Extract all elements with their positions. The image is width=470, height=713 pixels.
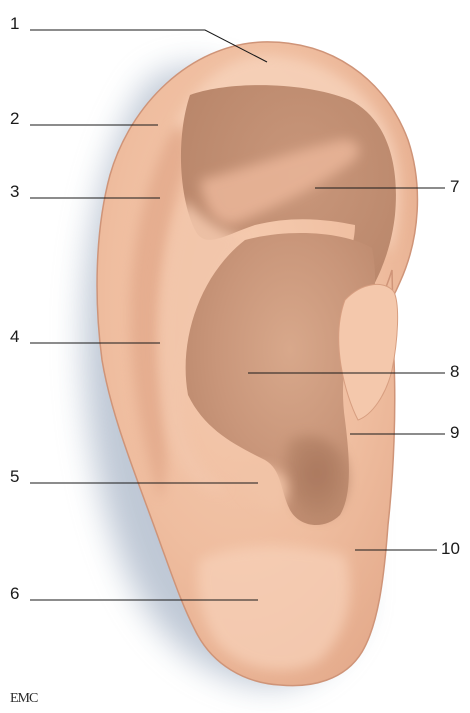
label-9: 9 xyxy=(450,423,459,442)
label-3: 3 xyxy=(10,182,19,201)
label-2: 2 xyxy=(10,109,19,128)
label-4: 4 xyxy=(10,327,19,346)
label-7: 7 xyxy=(450,177,459,196)
label-1: 1 xyxy=(10,14,19,33)
emc-logo: EMC xyxy=(10,691,38,706)
label-6: 6 xyxy=(10,584,19,603)
label-8: 8 xyxy=(450,362,459,381)
label-5: 5 xyxy=(10,467,19,486)
label-10: 10 xyxy=(441,539,460,558)
